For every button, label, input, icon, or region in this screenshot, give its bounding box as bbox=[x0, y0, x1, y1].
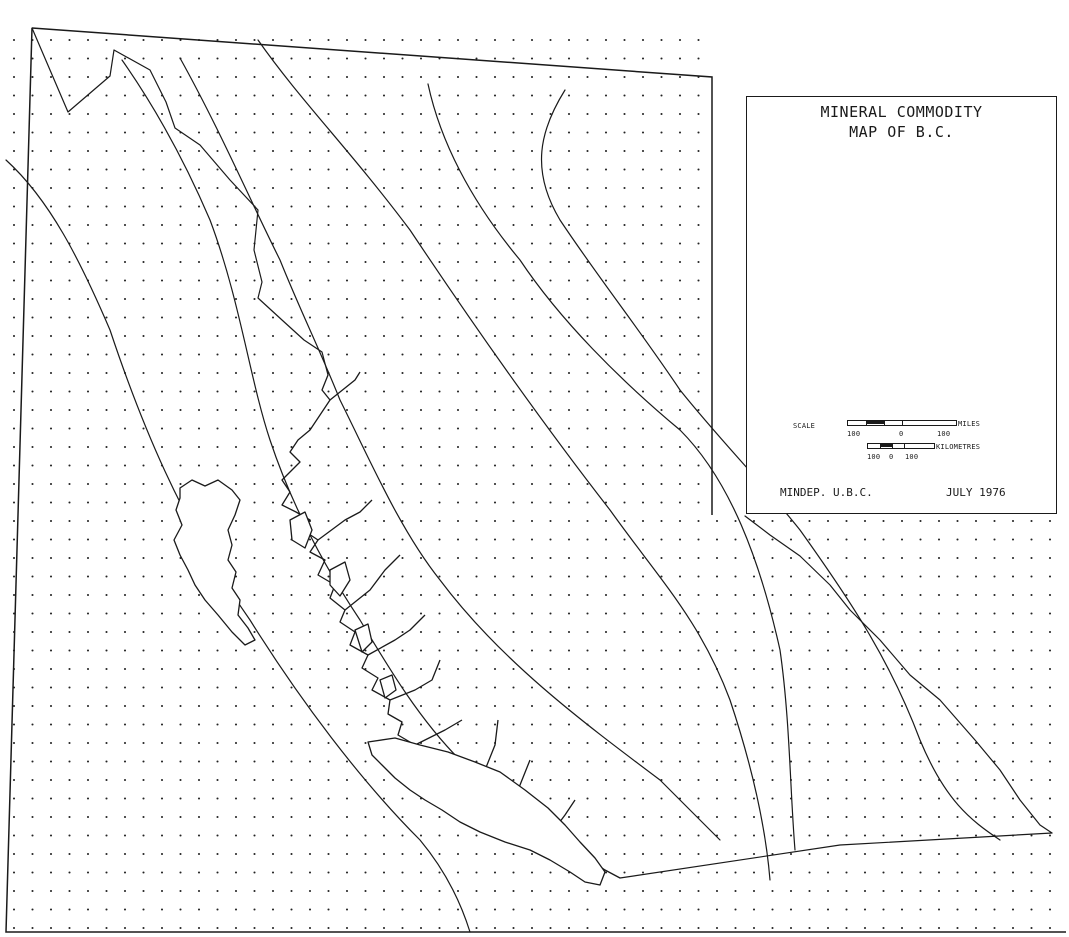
map-date: JULY 1976 bbox=[946, 486, 1006, 499]
inlet-5 bbox=[389, 659, 441, 701]
map-title-line-2: MAP OF B.C. bbox=[849, 123, 954, 141]
us-border-line bbox=[619, 832, 1053, 879]
coastal-island-3 bbox=[354, 623, 373, 653]
scale-bar-miles bbox=[847, 420, 957, 426]
coastal-island-2 bbox=[329, 561, 351, 597]
belt-boundary-line-5 bbox=[427, 83, 796, 851]
coastal-island-1 bbox=[289, 511, 313, 549]
map-frame bbox=[5, 27, 1066, 933]
map-title-line-1: MINERAL COMMODITY bbox=[820, 103, 983, 121]
inlet-3 bbox=[344, 554, 401, 611]
belt-boundary-line-3 bbox=[179, 57, 721, 841]
belt-boundary-line-4 bbox=[257, 39, 771, 881]
scale-tick-km-right: 100 bbox=[905, 453, 919, 461]
queen-charlotte-islands bbox=[173, 479, 256, 646]
inlet-4 bbox=[367, 614, 426, 656]
vancouver-island bbox=[367, 737, 606, 886]
inlet-1 bbox=[329, 371, 361, 401]
coastal-island-4 bbox=[379, 674, 397, 699]
map-credit: MINDEP. U.B.C. bbox=[780, 486, 873, 499]
belt-boundary-line-1 bbox=[5, 159, 471, 933]
scale-tick-miles-right: 100 bbox=[937, 430, 951, 438]
scale-tick-km-zero: 0 bbox=[889, 453, 894, 461]
belt-boundary-line-2 bbox=[121, 59, 461, 761]
alberta-border-line bbox=[744, 515, 1053, 834]
scale-unit-miles: MILES bbox=[958, 420, 981, 428]
panhandle-boundary-line bbox=[31, 27, 329, 376]
scale-unit-km: KILOMETRES bbox=[936, 443, 981, 451]
scale-tick-miles-left: 100 bbox=[847, 430, 861, 438]
scale-tick-miles-zero: 0 bbox=[899, 430, 904, 438]
coordinate-dot-grid bbox=[12, 38, 1052, 930]
belt-boundary-line-6 bbox=[540, 89, 1001, 841]
scale-label: SCALE bbox=[793, 422, 816, 430]
map-legend-box: MINERAL COMMODITY MAP OF B.C. SCALE MILE… bbox=[746, 96, 1057, 514]
scale-tick-km-left: 100 bbox=[867, 453, 881, 461]
scale-bar-km bbox=[867, 443, 935, 449]
inlet-6 bbox=[414, 719, 463, 746]
inlet-2 bbox=[317, 499, 373, 541]
